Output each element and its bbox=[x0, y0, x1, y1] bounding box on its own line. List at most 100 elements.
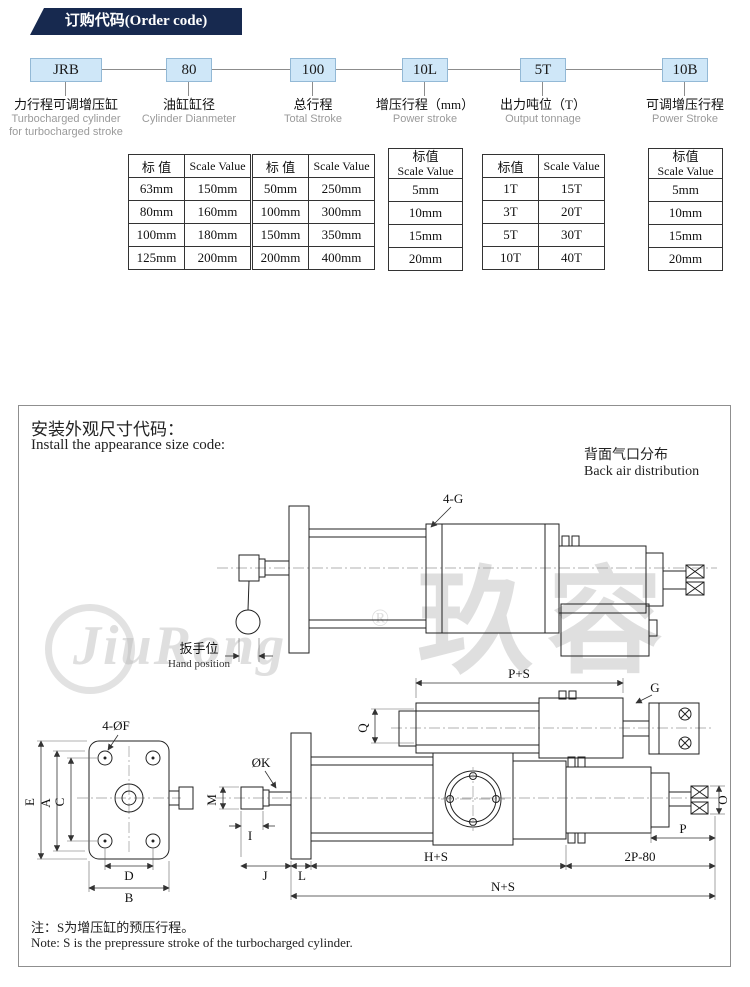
table-row: 15mm bbox=[648, 224, 723, 248]
install-title-cn: 安装外观尺寸代码： bbox=[31, 420, 184, 439]
technical-drawing: 4-G 扳手位 Hand position P+S bbox=[22, 491, 730, 905]
table-row: 20mm bbox=[648, 247, 723, 271]
table-cell: 50mm bbox=[252, 177, 309, 201]
code-box-tonnage: 5T bbox=[520, 58, 566, 82]
label-stroke: 总行程 Total Stroke bbox=[238, 96, 388, 126]
code-box-adj: 10B bbox=[662, 58, 708, 82]
tick bbox=[424, 82, 425, 96]
watermark-jiurong-cn: 玖容 bbox=[417, 560, 677, 688]
table-cell: 150mm bbox=[184, 177, 251, 201]
table-row: 5T 30T bbox=[482, 223, 605, 247]
dim-label-2p80: 2P-80 bbox=[624, 849, 655, 864]
tick bbox=[542, 82, 543, 96]
label-stroke-en: Total Stroke bbox=[283, 113, 343, 125]
table-cell: 5T bbox=[482, 223, 539, 247]
label-jrb-en1: Turbocharged cylinder bbox=[11, 113, 121, 125]
tick bbox=[312, 82, 313, 96]
table-header-en: Scale Value bbox=[657, 164, 714, 178]
table-row: 10mm bbox=[388, 201, 463, 225]
label-jrb-en2: for turbocharged stroke bbox=[9, 126, 123, 138]
table-row: 10mm bbox=[648, 201, 723, 225]
dim-label-a: A bbox=[38, 798, 53, 808]
order-code-badge: 订购代码(Order code) bbox=[30, 8, 242, 35]
table-cell: 20T bbox=[538, 200, 605, 224]
note-cn: 注：S为增压缸的预压行程。 bbox=[31, 920, 195, 935]
label-bore-en: Cylinder Dianmeter bbox=[141, 113, 237, 125]
table-cell: 15mm bbox=[388, 224, 463, 248]
bore-table: 标 值 Scale Value 63mm 150mm 80mm 160mm 10… bbox=[128, 154, 251, 270]
tick bbox=[188, 82, 189, 96]
dim-label-i: I bbox=[248, 828, 252, 843]
table-header-cn: 标值 bbox=[412, 149, 439, 164]
table-header-cell: 标 值 bbox=[252, 154, 309, 178]
hand-position-label-en: Hand position bbox=[168, 658, 231, 670]
label-stroke-cn: 总行程 bbox=[293, 97, 333, 112]
table-cell: 350mm bbox=[308, 223, 375, 247]
table-cell: 63mm bbox=[128, 177, 185, 201]
table-cell: 150mm bbox=[252, 223, 309, 247]
table-header-cell: 标值 Scale Value bbox=[648, 148, 723, 179]
table-cell: 300mm bbox=[308, 200, 375, 224]
label-tonnage-cn: 出力吨位（T） bbox=[500, 97, 586, 112]
dim-label-b: B bbox=[125, 890, 134, 905]
table-cell: 1T bbox=[482, 177, 539, 201]
dim-label-m: M bbox=[204, 794, 219, 806]
table-header-cell: 标值 Scale Value bbox=[388, 148, 463, 179]
dim-label-ps: P+S bbox=[508, 666, 530, 681]
table-header-cell: 标 值 bbox=[128, 154, 185, 178]
table-header-cell: 标值 bbox=[482, 154, 539, 178]
table-cell: 40T bbox=[538, 246, 605, 270]
table-header-cell: Scale Value bbox=[308, 154, 375, 178]
table-cell: 250mm bbox=[308, 177, 375, 201]
table-header-cell: Scale Value bbox=[184, 154, 251, 178]
watermark-logo-circle bbox=[45, 604, 135, 694]
table-row: 20mm bbox=[388, 247, 463, 271]
table-cell: 20mm bbox=[648, 247, 723, 271]
install-title-en: Install the appearance size code: bbox=[31, 437, 226, 453]
table-row: 150mm 350mm bbox=[252, 223, 375, 247]
table-row: 125mm 200mm bbox=[128, 246, 251, 270]
table-cell: 200mm bbox=[252, 246, 309, 270]
watermark-registered-mark: ® bbox=[371, 606, 390, 632]
dim-label-d: D bbox=[124, 868, 133, 883]
code-box-jrb: JRB bbox=[30, 58, 102, 82]
hand-position-label-cn: 扳手位 bbox=[179, 641, 218, 656]
dim-label-hs: H+S bbox=[424, 849, 448, 864]
table-cell: 125mm bbox=[128, 246, 185, 270]
stroke-table: 标 值 Scale Value 50mm 250mm 100mm 300mm 1… bbox=[252, 154, 375, 270]
power-stroke-table: 标值 Scale Value 5mm 10mm 15mm 20mm bbox=[388, 148, 463, 271]
code-connector-line bbox=[66, 69, 685, 70]
label-adj-en: Power Stroke bbox=[651, 113, 719, 125]
dim-label-c: C bbox=[52, 798, 67, 807]
front-flange-view: 4-ØF E A C D B bbox=[22, 718, 194, 905]
code-box-stroke: 100 bbox=[290, 58, 336, 82]
table-row: 标值 Scale Value bbox=[388, 148, 463, 179]
table-row: 15mm bbox=[388, 224, 463, 248]
label-adj: 可调增压行程 Power Stroke bbox=[610, 96, 750, 126]
install-dimension-box: 安装外观尺寸代码： Install the appearance size co… bbox=[18, 405, 731, 967]
adj-power-stroke-table: 标值 Scale Value 5mm 10mm 15mm 20mm bbox=[648, 148, 723, 271]
dim-label-o: O bbox=[715, 795, 730, 804]
table-row: 5mm bbox=[648, 178, 723, 202]
dim-label-ns: N+S bbox=[491, 879, 515, 894]
dim-label-p: P bbox=[679, 821, 686, 836]
table-cell: 200mm bbox=[184, 246, 251, 270]
table-row: 100mm 180mm bbox=[128, 223, 251, 247]
table-header-cell: Scale Value bbox=[538, 154, 605, 178]
table-row: 10T 40T bbox=[482, 246, 605, 270]
table-header-en: Scale Value bbox=[397, 164, 454, 178]
table-row: 100mm 300mm bbox=[252, 200, 375, 224]
tick bbox=[684, 82, 685, 96]
table-row: 1T 15T bbox=[482, 177, 605, 201]
label-power-cn: 增压行程（mm） bbox=[375, 97, 475, 112]
label-tonnage-en: Output tonnage bbox=[505, 113, 581, 125]
back-air-label-cn: 背面气口分布 bbox=[584, 448, 668, 463]
dim-label-l: L bbox=[298, 868, 306, 883]
code-box-power: 10L bbox=[402, 58, 448, 82]
table-cell: 10T bbox=[482, 246, 539, 270]
table-cell: 100mm bbox=[252, 200, 309, 224]
table-cell: 10mm bbox=[648, 201, 723, 225]
dim-label-g: G bbox=[650, 680, 659, 695]
table-row: 标值 Scale Value bbox=[648, 148, 723, 179]
